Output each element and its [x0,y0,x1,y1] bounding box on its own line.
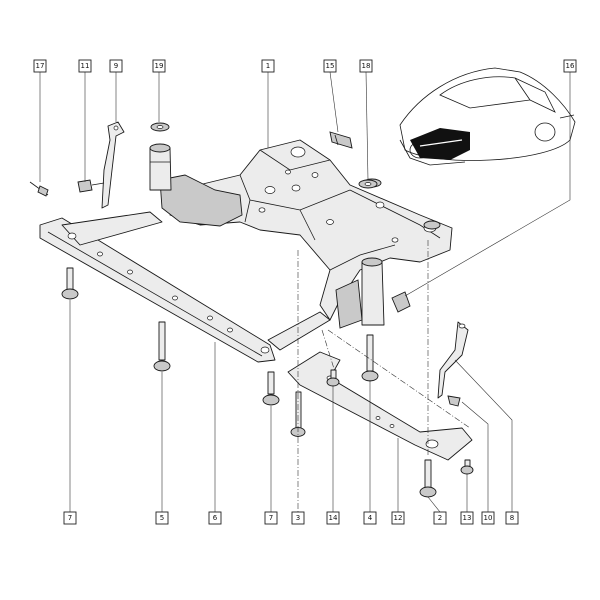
bolts-vertical [61,179,474,498]
callout-2: 2 [433,511,447,525]
mount-bush-part-19 [149,122,172,191]
svg-text:15: 15 [326,62,335,70]
svg-text:17: 17 [36,62,45,70]
car-location-thumbnail [399,67,576,166]
callout-7-left: 7 [63,511,77,525]
svg-text:3: 3 [296,514,300,522]
svg-text:4: 4 [368,514,373,522]
svg-text:10: 10 [484,514,493,522]
svg-text:5: 5 [160,514,164,522]
bolt-part-7-left [61,267,79,300]
bolt-part-13 [460,459,474,475]
svg-text:18: 18 [362,62,371,70]
svg-text:13: 13 [463,514,472,522]
callout-10: 10 [481,511,495,525]
bolt-part-2 [419,459,437,498]
callout-13: 13 [460,511,474,525]
svg-text:12: 12 [394,514,403,522]
leader-lines-bottom [69,240,513,513]
nut-part-18 [358,179,378,189]
callout-17: 17 [33,59,47,73]
mount-bush-right [335,178,441,329]
svg-text:11: 11 [81,62,90,70]
leader-lines-top [39,71,571,297]
callout-19: 19 [152,59,166,73]
callout-14: 14 [326,511,340,525]
clip-part-16 [391,291,411,313]
svg-text:7: 7 [269,514,273,522]
bracket-part-9 [101,121,125,209]
callout-12: 12 [391,511,405,525]
bolt-part-7-center [262,371,280,406]
svg-text:2: 2 [438,514,442,522]
callouts-bottom: 7 5 6 7 3 14 4 12 2 13 10 8 [63,511,519,525]
bolt-part-14 [326,369,340,387]
svg-text:8: 8 [510,514,514,522]
callout-8: 8 [505,511,519,525]
callout-5: 5 [155,511,169,525]
callout-9: 9 [109,59,123,73]
svg-text:9: 9 [114,62,118,70]
callout-11: 11 [78,59,92,73]
svg-text:6: 6 [213,514,218,522]
bolt-part-11 [77,179,105,193]
svg-text:1: 1 [266,62,270,70]
bolt-part-17 [29,181,49,197]
bracket-part-10 [437,321,469,407]
bolt-part-5 [153,321,171,372]
svg-text:14: 14 [329,514,338,522]
callout-18: 18 [359,59,373,73]
callout-3: 3 [291,511,305,525]
callout-16: 16 [563,59,577,73]
crossmember-part-6 [39,211,331,363]
callout-15: 15 [323,59,337,73]
subframe-part-1 [159,139,453,321]
callout-1: 1 [261,59,275,73]
svg-text:19: 19 [155,62,164,70]
callout-4: 4 [363,511,377,525]
bracket-part-15 [329,131,353,149]
callout-6: 6 [208,511,222,525]
highlighted-subframe [410,128,470,160]
svg-text:16: 16 [566,62,575,70]
callouts-top: 17 11 9 19 1 15 18 16 [33,59,577,73]
bolt-part-4 [361,334,379,382]
callout-7-center: 7 [264,511,278,525]
svg-text:7: 7 [68,514,72,522]
